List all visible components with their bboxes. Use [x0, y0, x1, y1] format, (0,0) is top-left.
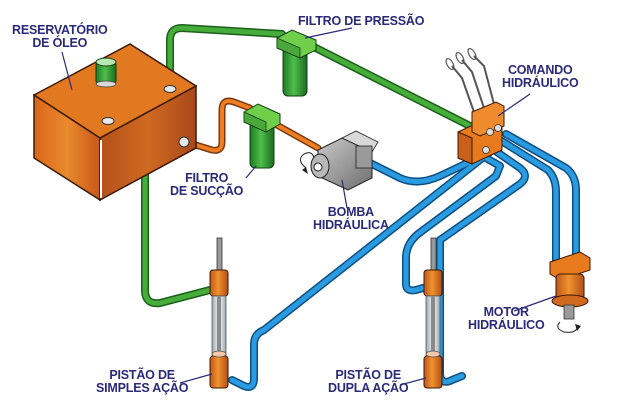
rotation-arrowhead-icon: [575, 324, 581, 331]
breather-cap-icon: [95, 57, 117, 88]
hydraulic-motor: [549, 251, 591, 333]
label-suction-filter: FILTRO DE SUCÇÃO: [170, 171, 244, 198]
rotation-arrowhead-icon: [302, 167, 308, 174]
work-lines-blue: [228, 130, 580, 391]
label-pressure-filter: FILTRO DE PRESSÃO: [298, 14, 425, 28]
control-lever-icon: [445, 47, 495, 113]
single-action-piston: [209, 237, 229, 389]
rotation-arrow-icon: [300, 152, 315, 169]
label-double-action-piston: PISTÃO DE DUPLA AÇÃO: [328, 368, 409, 395]
fitting-icon: [101, 117, 115, 125]
pressure-line-green: [166, 24, 474, 130]
fitting-icon: [163, 85, 177, 93]
label-oil-reservoir: RESERVATÓRIO DE ÓLEO: [12, 23, 108, 50]
double-action-piston: [423, 237, 443, 389]
label-hydraulic-pump: BOMBA HIDRÁULICA: [313, 205, 389, 232]
pressure-filter: [276, 29, 317, 97]
rotation-arrow-icon: [557, 321, 579, 333]
fitting-icon: [178, 136, 190, 148]
hydraulic-command-valve: [445, 47, 505, 165]
suction-filter: [243, 103, 281, 169]
suction-line-orange: [182, 97, 322, 154]
label-single-action-piston: PISTÃO DE SIMPLES AÇÃO: [96, 368, 189, 395]
oil-reservoir-tank: [32, 43, 198, 202]
label-hydraulic-motor: MOTOR HIDRÁULICO: [468, 305, 545, 332]
hydraulic-pump: [300, 130, 379, 191]
label-hydraulic-command: COMANDO HIDRÁULICO: [502, 63, 579, 90]
leader-lines: [61, 27, 557, 386]
